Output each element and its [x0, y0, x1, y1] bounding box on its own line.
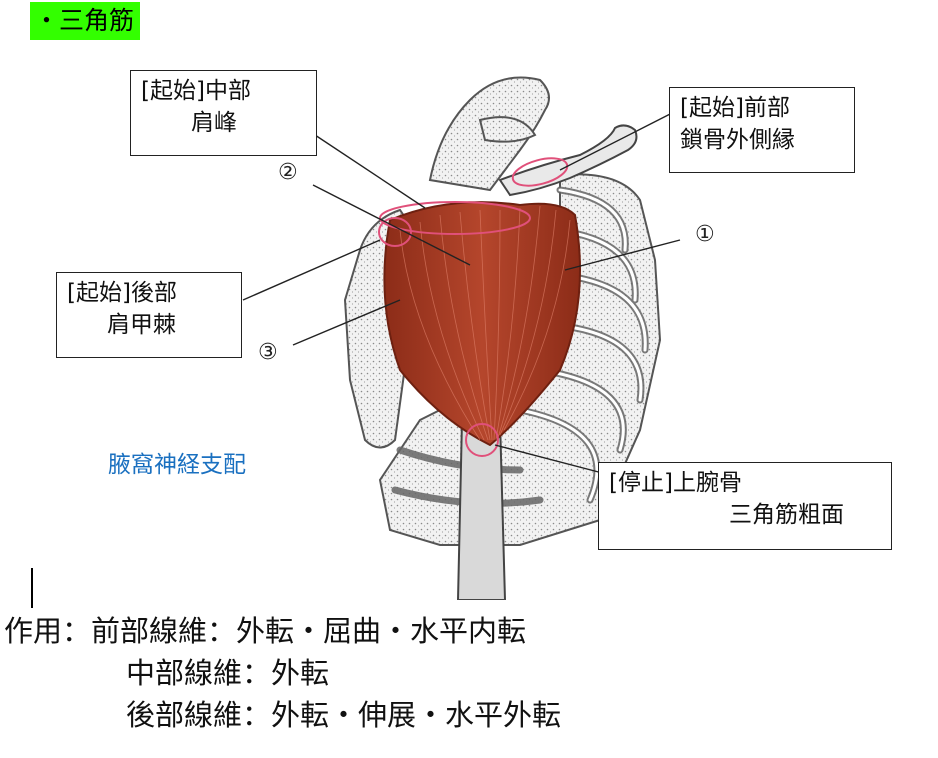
label-middle-origin-site: 肩峰: [191, 110, 237, 136]
action-row-anterior: 作用：前部線維：外転・屈曲・水平内転: [4, 610, 561, 652]
label-insertion: [停止]上腕骨 三角筋粗面: [598, 462, 892, 550]
humerus: [456, 419, 507, 600]
marker-three: ③: [258, 340, 278, 365]
marker-one: ①: [695, 222, 715, 247]
marker-two: ②: [278, 160, 298, 185]
label-insertion-site: 三角筋粗面: [729, 502, 844, 528]
label-posterior-origin-site: 肩甲棘: [107, 312, 176, 338]
leader-lines: [242, 109, 681, 476]
nerve-supply: 腋窩神経支配: [108, 452, 246, 478]
label-anterior-origin-site: 鎖骨外側縁: [680, 127, 795, 153]
text-cursor: [31, 568, 33, 608]
action-anterior: 前部線維：外転・屈曲・水平内転: [91, 614, 527, 648]
label-middle-origin: [起始]中部 肩峰: [130, 70, 317, 156]
label-anterior-origin: [起始]前部 鎖骨外側縁: [669, 87, 855, 173]
label-insertion-head: [停止]上腕骨: [609, 470, 742, 496]
label-posterior-origin: [起始]後部 肩甲棘: [56, 272, 242, 358]
action-posterior: 後部線維：外転・伸展・水平外転: [126, 698, 562, 732]
section-title: ・三角筋: [30, 2, 141, 40]
action-row-posterior: 後部線維：外転・伸展・水平外転: [4, 694, 561, 736]
deltoid-illustration: [242, 76, 681, 600]
origin-circles: [378, 157, 569, 457]
deltoid-muscle: [383, 201, 581, 447]
action-prefix: 作用：: [4, 614, 92, 648]
label-anterior-origin-head: [起始]前部: [680, 95, 790, 121]
label-posterior-origin-head: [起始]後部: [67, 280, 177, 306]
label-middle-origin-head: [起始]中部: [141, 78, 251, 104]
clavicle: [498, 124, 638, 197]
cervical-spine: [428, 76, 550, 192]
action-list: 作用：前部線維：外転・屈曲・水平内転 中部線維：外転 後部線維：外転・伸展・水平…: [4, 610, 561, 736]
action-middle: 中部線維：外転: [126, 656, 330, 690]
action-row-middle: 中部線維：外転: [4, 652, 561, 694]
